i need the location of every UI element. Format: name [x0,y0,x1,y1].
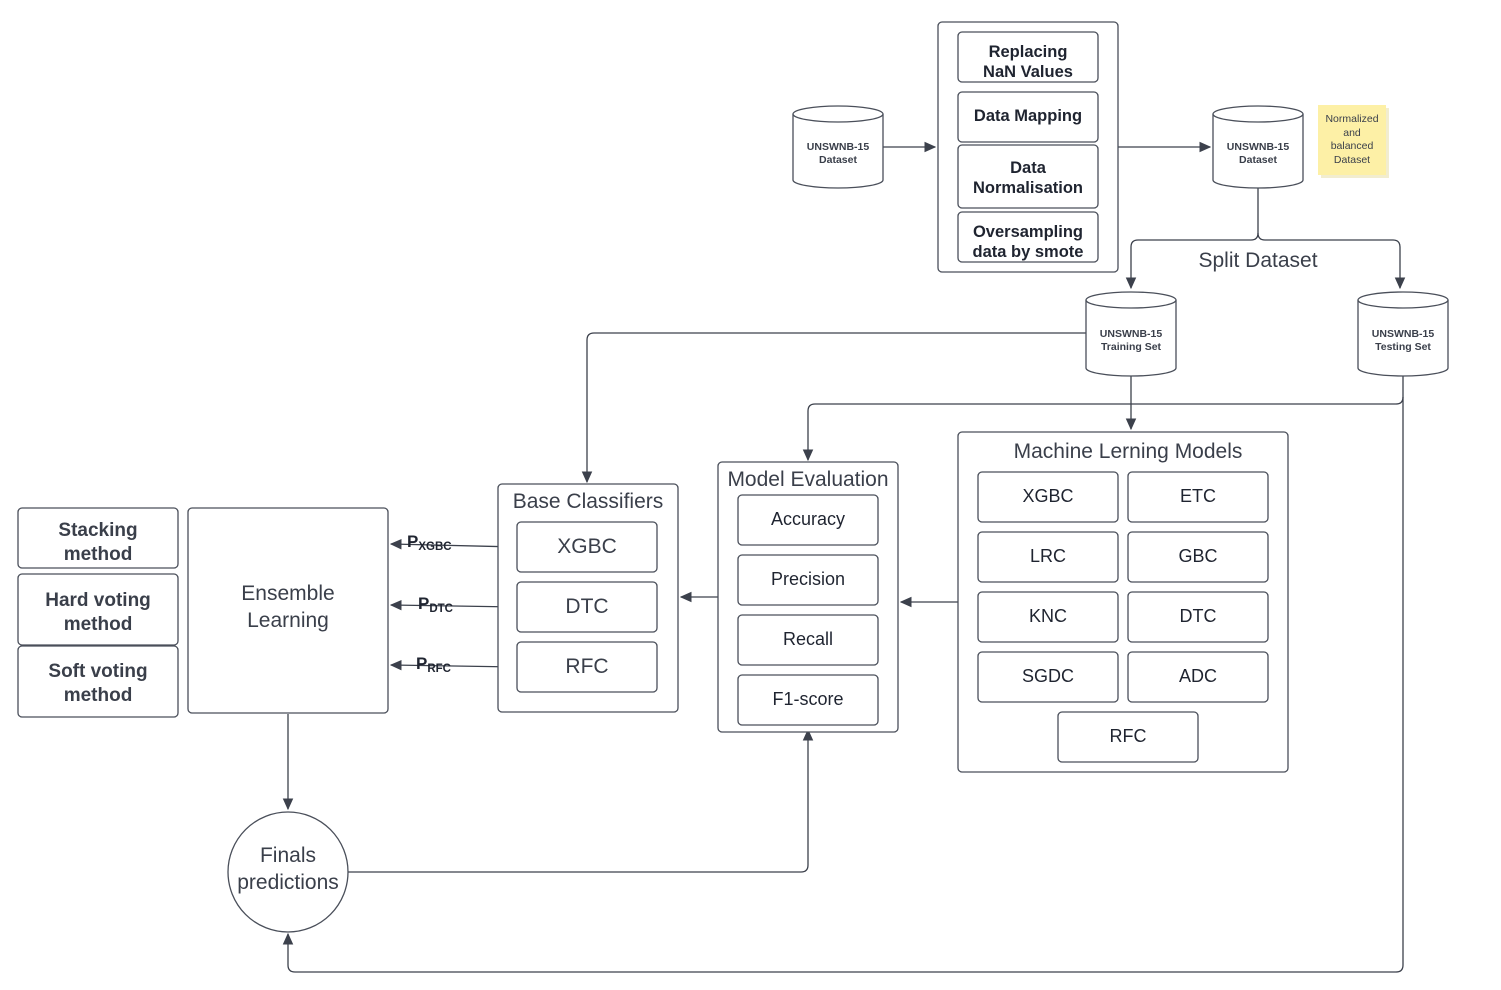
metric-precision [737,554,879,606]
model-dtc [1127,591,1269,643]
arrow-split-to-training [1125,188,1259,290]
step-3-line-1: Data [1010,159,1047,177]
preprocessing-container: Replacing NaN Values Data Mapping Data N… [937,21,1119,273]
final-line-1: Finals [260,844,316,867]
step-data-normalisation [957,144,1099,209]
method-hard-voting-line-1: Hard voting [45,590,151,611]
final-line-2: predictions [237,871,339,894]
note-line-2: and [1343,127,1361,139]
method-hard-voting [17,573,179,646]
training-line-2: Training Set [1101,341,1162,353]
metric-accuracy-label: Accuracy [771,509,845,529]
arrow-rfc-to-ensemble [389,659,518,671]
note-line-1: Normalized [1325,113,1378,125]
model-evaluation-container: Model Evaluation Accuracy Precision Reca… [717,461,899,733]
model-sgdc-label: SGDC [1022,666,1074,686]
method-stacking-line-2: method [64,544,133,565]
base-dtc-label: DTC [565,595,608,618]
base-rfc-label: RFC [565,655,608,678]
method-hard-voting-line-2: method [64,614,133,635]
base-dtc [516,581,658,633]
model-rfc [1057,711,1199,763]
normalized-dataset-note: Normalized and balanced Dataset [1318,105,1389,178]
model-sgdc [977,651,1119,703]
training-line-1: UNSWNB-15 [1100,328,1163,340]
input-dataset-line-1: UNSWNB-15 [807,141,870,153]
step-oversampling-smote [957,211,1099,263]
connectors [282,141,1406,973]
ensemble-learning-box: Ensemble Learning [187,507,389,714]
ensemble-methods: Stacking method Hard voting method Soft … [17,507,179,718]
training-set-cylinder: UNSWNB-15 Training Set [1085,291,1177,377]
metric-f1-label: F1-score [772,689,843,709]
note-line-4: Dataset [1334,154,1370,166]
method-soft-voting [17,645,179,718]
model-lrc [977,531,1119,583]
model-knc [977,591,1119,643]
input-dataset-cylinder: UNSWNB-15 Dataset [792,105,884,189]
input-dataset-line-2: Dataset [819,154,857,166]
step-4-line-1: Oversampling [973,223,1083,241]
step-1-line-2: NaN Values [983,63,1073,81]
metric-precision-label: Precision [771,569,845,589]
base-rfc [516,641,658,693]
model-xgbc-label: XGBC [1022,486,1073,506]
arrow-testing-to-final [282,397,1404,973]
probability-labels: PXGBC PDTC PRFC [407,532,453,675]
metric-accuracy [737,494,879,546]
testing-set-cylinder: UNSWNB-15 Testing Set [1357,291,1449,377]
output-dataset-line-2: Dataset [1239,154,1277,166]
metric-recall [737,614,879,666]
base-classifiers-title: Base Classifiers [513,490,664,513]
method-stacking [17,507,179,569]
arrow-training-to-base-classifiers [581,332,1086,484]
split-dataset-label: Split Dataset [1198,249,1317,272]
metric-recall-label: Recall [783,629,833,649]
prob-dtc: PDTC [418,594,453,615]
base-xgbc [516,521,658,573]
testing-line-2: Testing Set [1375,341,1431,353]
prob-rfc: PRFC [416,654,451,675]
step-1-line-1: Replacing [989,43,1068,61]
arrow-split-to-testing [1257,232,1406,290]
step-data-mapping [957,91,1099,143]
ml-models-container: Machine Lerning Models XGBC ETC LRC GBC … [957,431,1289,773]
step-replacing-nan [957,31,1099,83]
model-adc [1127,651,1269,703]
model-etc [1127,471,1269,523]
prob-xgbc: PXGBC [407,532,452,553]
base-classifiers-container: Base Classifiers XGBC DTC RFC [497,483,679,713]
model-dtc-label: DTC [1180,606,1217,626]
ensemble-line-2: Learning [247,609,329,632]
model-lrc-label: LRC [1030,546,1066,566]
model-gbc-label: GBC [1178,546,1217,566]
arrow-xgbc-to-ensemble [389,538,518,550]
method-soft-voting-line-1: Soft voting [48,661,147,682]
ensemble-line-1: Ensemble [241,582,334,605]
model-knc-label: KNC [1029,606,1067,626]
base-xgbc-label: XGBC [557,535,617,558]
output-dataset-line-1: UNSWNB-15 [1227,141,1290,153]
model-rfc-label: RFC [1110,726,1147,746]
model-etc-label: ETC [1180,486,1216,506]
method-soft-voting-line-2: method [64,685,133,706]
step-2-line-1: Data Mapping [974,107,1082,125]
final-predictions-node: Finals predictions [227,811,349,933]
model-adc-label: ADC [1179,666,1217,686]
output-dataset-cylinder: UNSWNB-15 Dataset [1212,105,1304,189]
metric-f1-score [737,674,879,726]
step-3-line-2: Normalisation [973,179,1083,197]
ml-models-title: Machine Lerning Models [1014,440,1243,463]
arrow-dtc-to-ensemble [389,599,518,611]
step-4-line-2: data by smote [973,243,1084,261]
method-stacking-line-1: Stacking [58,520,137,541]
arrow-final-to-evaluation [348,728,814,873]
model-evaluation-title: Model Evaluation [727,468,888,491]
note-line-3: balanced [1331,140,1374,152]
model-xgbc [977,471,1119,523]
testing-line-1: UNSWNB-15 [1372,328,1435,340]
model-gbc [1127,531,1269,583]
